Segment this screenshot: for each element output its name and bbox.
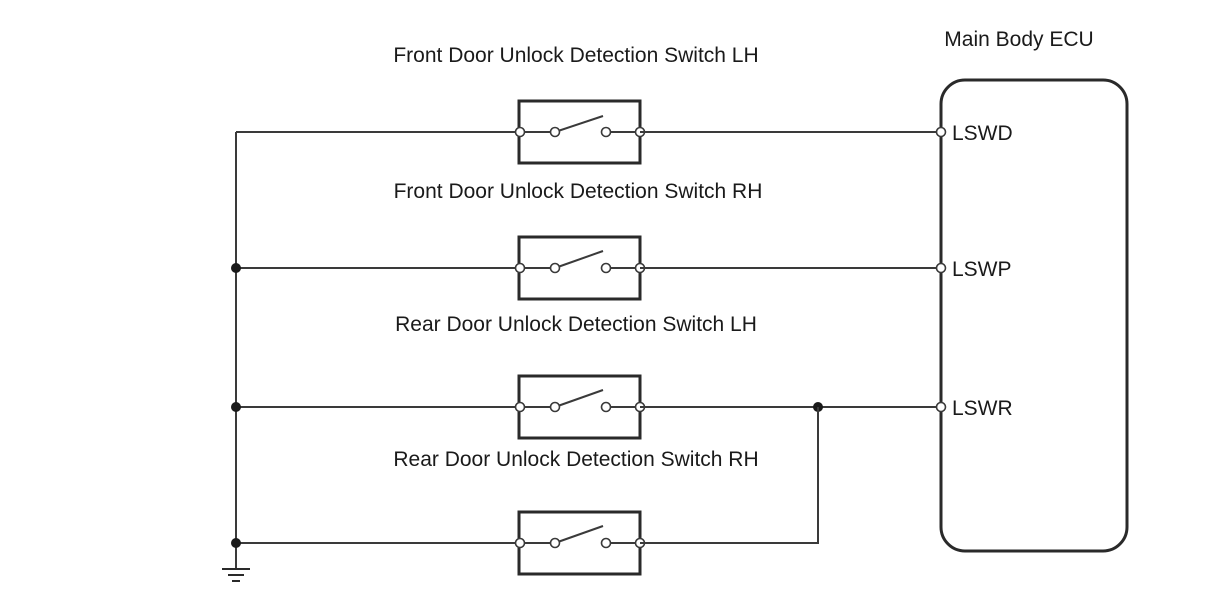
ecu-pin-lswd: LSWD: [952, 122, 1013, 145]
switch-blade: [554, 525, 604, 544]
switch-front-rh: [514, 235, 646, 301]
ecu-pin-lswp: LSWP: [952, 258, 1012, 281]
switch-label-rear-lh: Rear Door Unlock Detection Switch LH: [395, 313, 757, 336]
switch-blade: [554, 250, 604, 269]
switch-rear-lh: [514, 374, 646, 440]
wire-rear-rh-to-lswr: [640, 407, 819, 544]
ecu-pin-terminal-lswd: [935, 126, 947, 138]
ecu-title: Main Body ECU: [944, 28, 1093, 51]
junction-dot: [231, 263, 241, 273]
switch-label-front-rh: Front Door Unlock Detection Switch RH: [394, 180, 763, 203]
junction-dot: [231, 402, 241, 412]
switch-rear-rh: [514, 510, 646, 576]
switch-front-lh: [514, 99, 646, 165]
switch-label-rear-rh: Rear Door Unlock Detection Switch RH: [393, 448, 758, 471]
switch-blade: [554, 389, 604, 408]
switch-blade: [554, 115, 604, 133]
ecu-pin-terminal-lswp: [935, 262, 947, 274]
ground-icon: [222, 568, 250, 582]
ecu-block: [939, 78, 1129, 553]
switch-label-front-lh: Front Door Unlock Detection Switch LH: [393, 44, 758, 67]
ecu-pin-terminal-lswr: [935, 401, 947, 413]
junction-dot: [231, 538, 241, 548]
ecu-pin-lswr: LSWR: [952, 397, 1013, 420]
